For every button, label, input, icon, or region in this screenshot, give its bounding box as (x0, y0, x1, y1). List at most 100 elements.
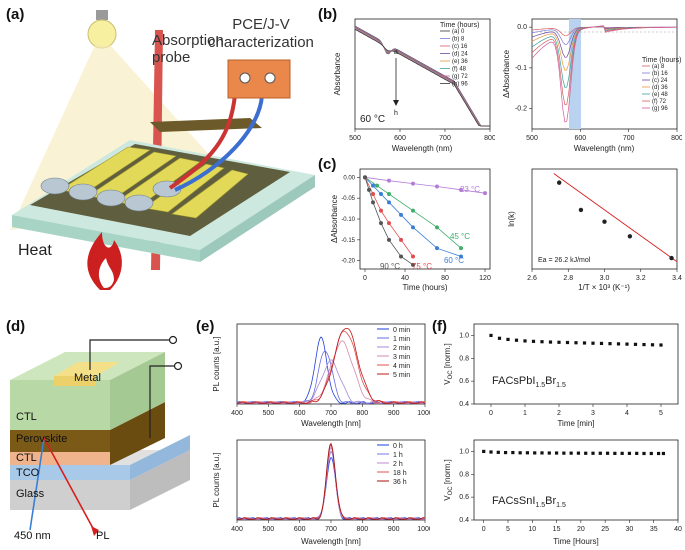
x-tick-label: 3.0 (600, 275, 610, 282)
chart-c-right-ylabel: ln(k) (507, 211, 516, 227)
chart-e-bottom-ylabel: PL counts [a.u.] (212, 452, 221, 507)
voc-point (503, 450, 508, 455)
voc-point (506, 337, 510, 342)
blue-cable (174, 94, 264, 192)
data-point (459, 187, 463, 192)
temp-label-60: 60 °C (360, 114, 385, 125)
data-point (483, 191, 487, 196)
device-substrate (12, 140, 315, 262)
data-point (602, 219, 607, 224)
voc-point (642, 451, 646, 456)
x-tick-label: 800 (484, 135, 495, 142)
voc-point (649, 451, 653, 456)
red-cable (168, 94, 237, 190)
legend-label-2: (c) 24 (652, 78, 668, 84)
data-point (367, 187, 371, 192)
heat-flame-icon (87, 232, 122, 290)
series-label-2: 60 °C (444, 256, 464, 265)
voc-point (650, 343, 655, 347)
material-label-bottom: FACsSnI1.5Br1.5 (492, 495, 566, 509)
contact-pads (40, 177, 182, 212)
fit-line-0 (364, 176, 486, 194)
data-point (387, 178, 391, 183)
y-tick-label: -0.15 (341, 238, 355, 244)
chart-b-right-legend-title: Time (hours) (642, 57, 681, 64)
x-tick-label: 3.2 (636, 275, 646, 282)
voc-point (496, 450, 500, 454)
x-tick-label: 2.6 (527, 275, 537, 282)
label-metal: Metal (74, 372, 101, 384)
legend-label-3: 18 h (393, 470, 407, 477)
series-line-6 (531, 25, 677, 123)
voc-point (620, 451, 624, 455)
pl-curve-4 (237, 442, 426, 520)
voc-point (659, 343, 663, 347)
label-glass: Glass (16, 488, 45, 500)
label-ctl-lower: CTL (16, 452, 37, 464)
voc-point (554, 451, 559, 455)
y-tick-label: 0.4 (459, 401, 469, 408)
x-tick-label: 700 (623, 135, 635, 142)
chart-f-bottom-ylabel: VOC [norm.] (443, 459, 454, 500)
data-point (459, 246, 463, 251)
absorption-probe-label: Absorption probe (152, 32, 224, 66)
heat-label: Heat (18, 242, 52, 259)
x-tick-label: 400 (231, 410, 243, 417)
x-tick-label: 600 (574, 135, 586, 142)
x-tick-label: 5 (659, 410, 663, 417)
legend-label-1: 1 min (393, 336, 410, 343)
x-tick-label: 0 (482, 526, 486, 533)
data-point (371, 200, 375, 205)
panel-label-b: (b) (318, 6, 338, 23)
data-point (435, 184, 439, 189)
data-point (387, 200, 391, 205)
legend-label-4: (e) 36 (452, 59, 468, 65)
voc-point (627, 451, 632, 455)
y-tick-label: -0.20 (341, 259, 355, 265)
panel-label-d: (d) (6, 318, 26, 335)
voc-point (661, 451, 666, 456)
y-tick-label: 0.8 (459, 471, 469, 478)
panel-label-e: (e) (196, 318, 215, 335)
voc-point (591, 341, 595, 345)
fit-line-3 (364, 177, 414, 257)
fit-line (553, 173, 678, 263)
chart-f-top-frame (473, 323, 679, 405)
legend-label-6: (g) 72 (452, 74, 468, 80)
voc-point (533, 451, 537, 455)
voc-point (625, 342, 629, 346)
x-tick-label: 800 (356, 526, 368, 533)
legend-label-0: 0 min (393, 327, 410, 334)
voc-point (635, 451, 639, 455)
label-tco: TCO (16, 467, 40, 479)
x-tick-label: 600 (394, 135, 406, 142)
voc-point (582, 341, 587, 345)
voc-point (497, 336, 502, 340)
voc-point (633, 342, 638, 346)
voc-point (569, 451, 573, 455)
arrow-head (393, 100, 399, 106)
fit-line-4 (364, 177, 414, 266)
voc-point (574, 341, 578, 345)
chart-e-top-xlabel: Wavelength [nm] (301, 419, 361, 428)
series-line-2 (531, 26, 677, 58)
voc-point (514, 338, 519, 342)
chart-b-left-legend-title: Time (hours) (440, 22, 479, 29)
label-450nm: 450 nm (14, 530, 51, 542)
voc-point (562, 451, 566, 455)
voc-point (511, 450, 515, 455)
legend-label-2: (c) 16 (452, 44, 468, 50)
x-tick-label: 35 (650, 526, 658, 533)
series-label-1: 45 °C (450, 232, 470, 241)
chart-b-right-frame (531, 18, 678, 130)
y-tick-label: 0.00 (343, 175, 355, 181)
panel-a-illustration (10, 10, 315, 290)
chart-f-bottom-frame (473, 439, 679, 521)
voc-point (584, 451, 588, 455)
x-tick-label: 10 (528, 526, 536, 533)
voc-point (608, 342, 612, 346)
voc-point (482, 449, 486, 454)
